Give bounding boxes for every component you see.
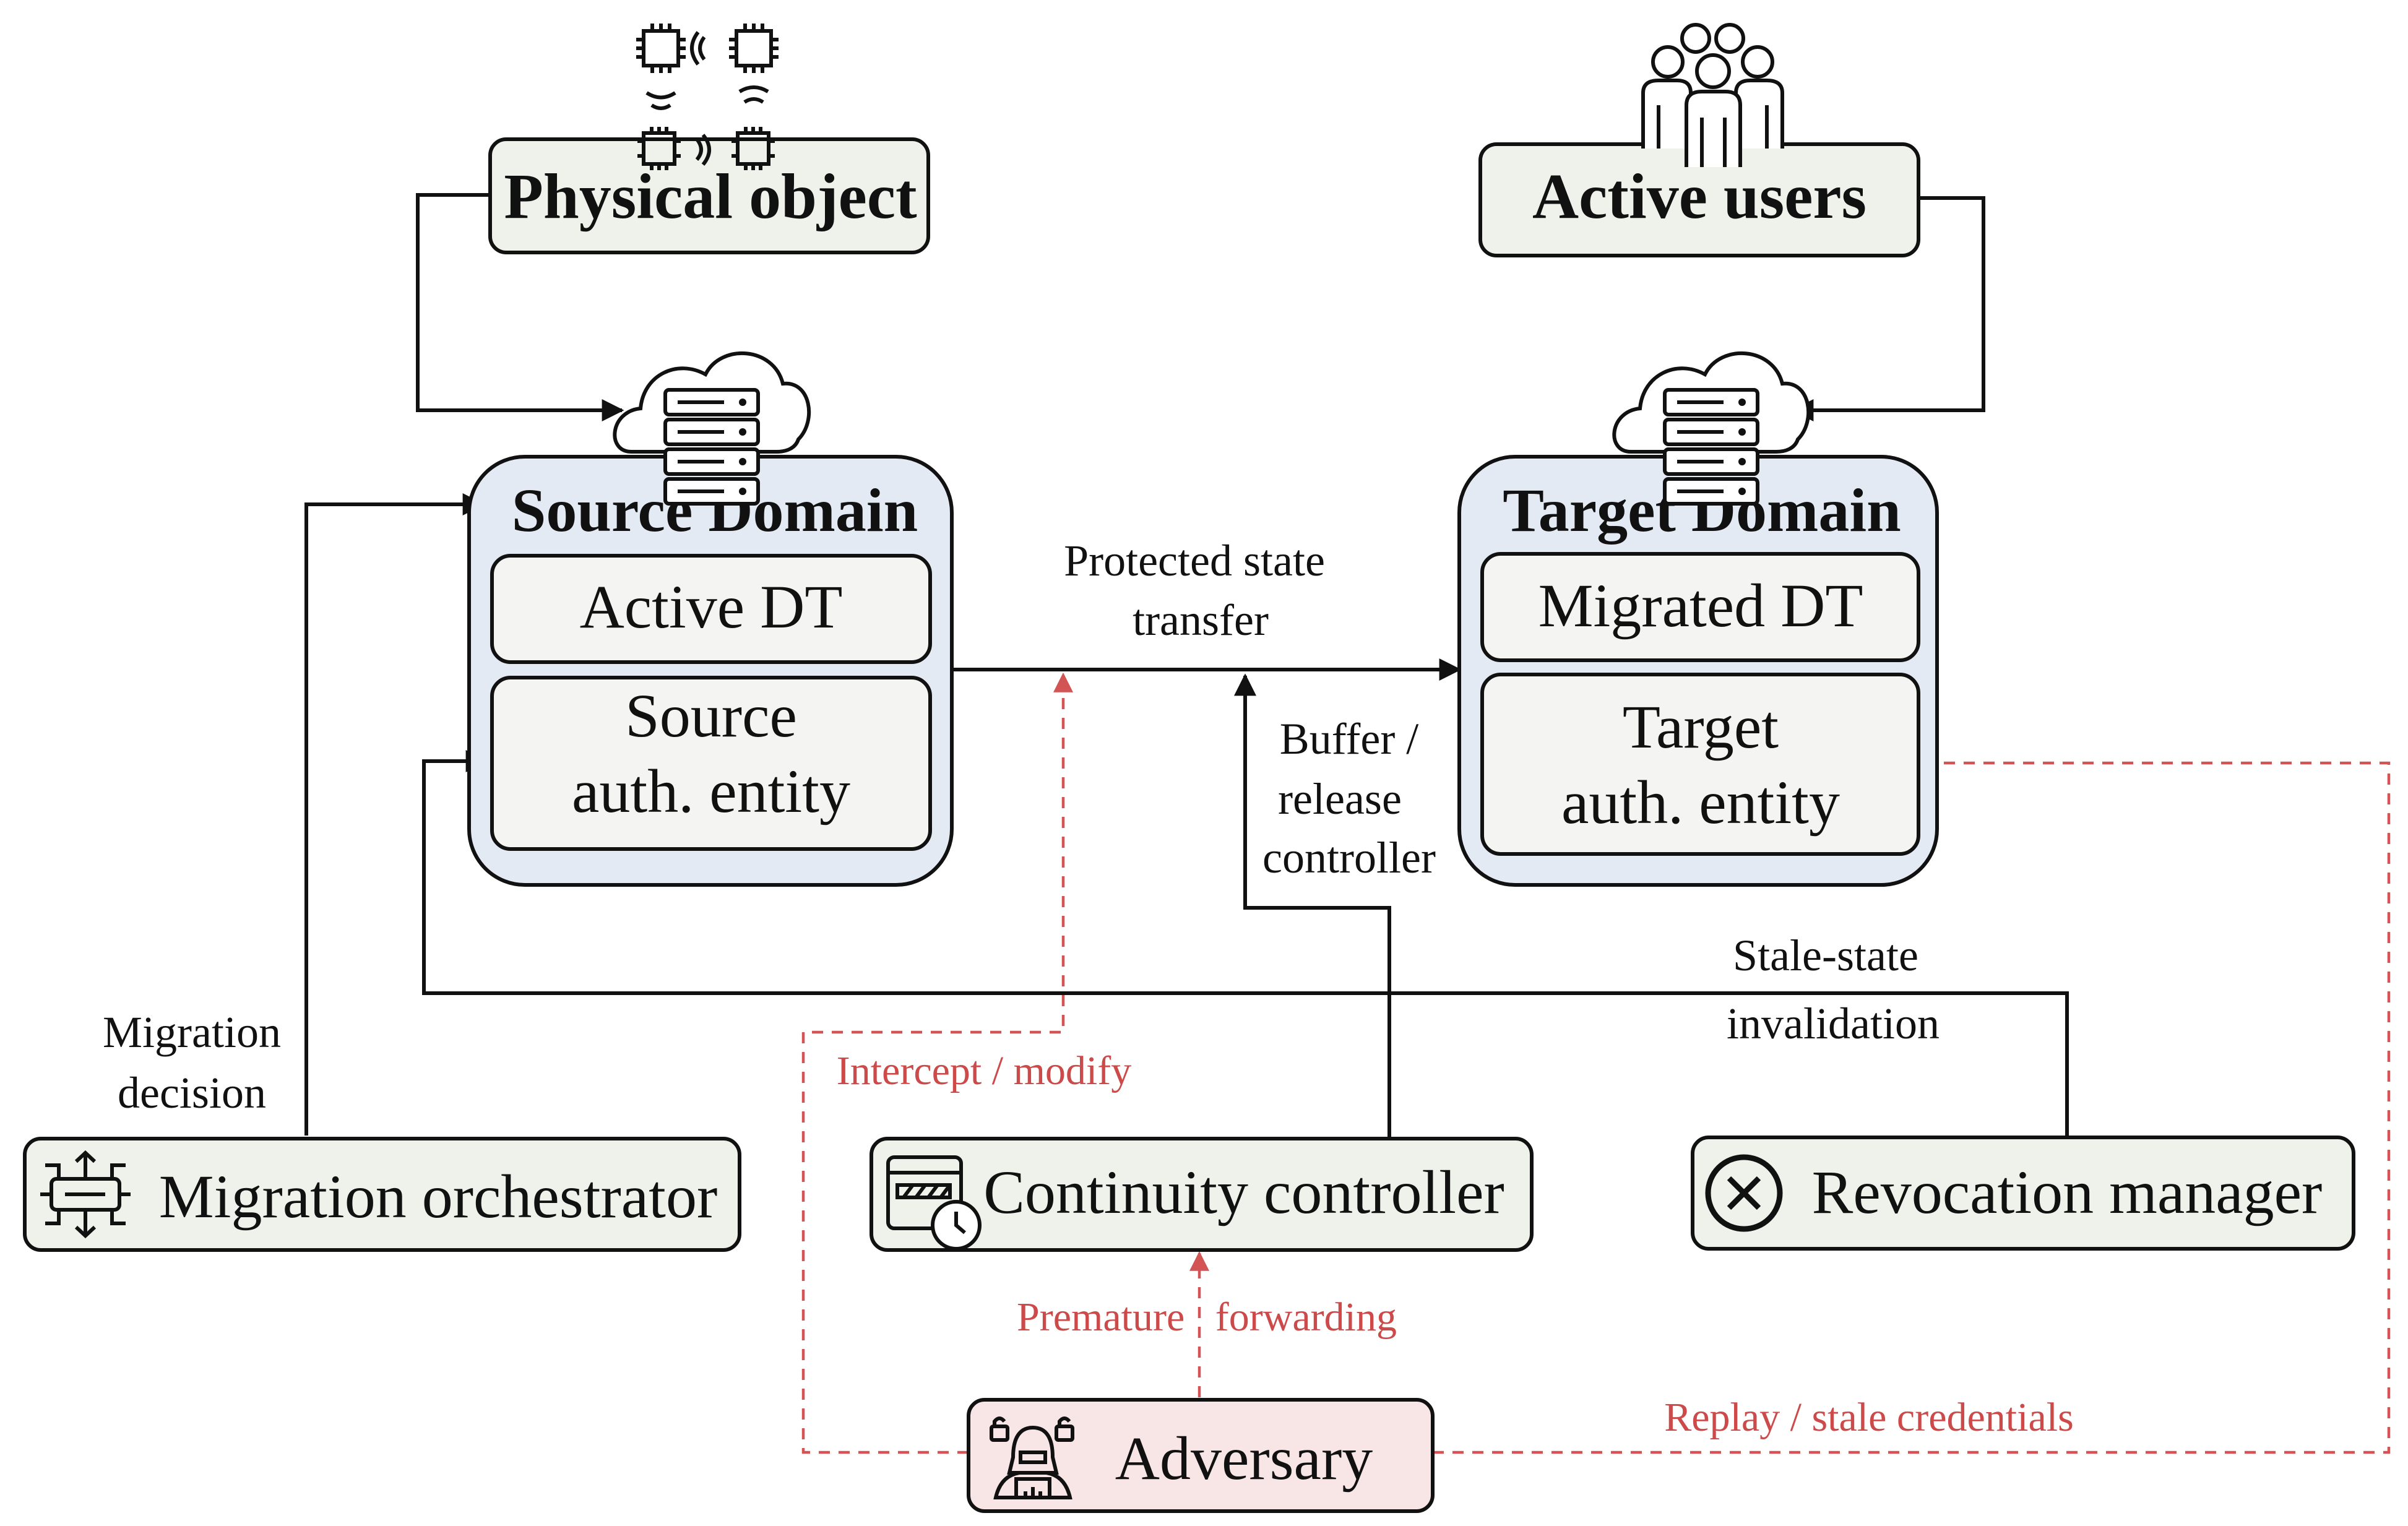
active-dt-box — [490, 554, 932, 664]
physical-object-label: Physical object — [504, 161, 917, 232]
window-clock-icon — [886, 1155, 982, 1251]
connectors — [304, 193, 2069, 1139]
buffer-label-line2: release — [1278, 774, 1402, 824]
replay-label: Replay / stale credentials — [1664, 1395, 2074, 1440]
active-users-node: Active users — [1478, 142, 1920, 257]
physical-object-node: Physical object — [488, 137, 930, 254]
intercept-label: Intercept / modify — [837, 1048, 1132, 1093]
active-dt-label: Active DT — [580, 572, 843, 641]
migration-decision-label-line2: decision — [118, 1068, 266, 1118]
migrated-dt-label: Migrated DT — [1538, 571, 1863, 640]
attack-intercept-path — [801, 672, 1073, 1454]
edge-users-to-target — [1791, 196, 1985, 421]
source-domain: Source Domain Active DT Source auth. ent… — [467, 455, 954, 887]
source-auth-label-line2: auth. entity — [572, 757, 850, 826]
chip-network-icon — [636, 24, 779, 170]
adversary-node: Adversary — [967, 1398, 1435, 1513]
protected-transfer-label-line2: transfer — [1133, 595, 1269, 645]
migration-orchestrator-node: Migration orchestrator — [23, 1137, 741, 1252]
migration-decision-label-line1: Migration — [103, 1007, 281, 1057]
premature-label: Premature forwarding — [1017, 1295, 1397, 1340]
target-auth-box — [1480, 673, 1920, 856]
stale-state-label-line2: invalidation — [1727, 999, 1940, 1048]
users-group-icon — [1641, 23, 1784, 167]
active-users-label: Active users — [1532, 161, 1866, 232]
network-hub-icon — [40, 1150, 131, 1239]
target-domain: Target Domain Migrated DT Target auth. e… — [1457, 455, 1939, 887]
edge-stale-invalidation — [422, 750, 2069, 1136]
edge-buffer-release — [1234, 673, 1391, 1139]
cloud-server-icon — [1612, 351, 1811, 506]
stale-state-label-line1: Stale-state — [1733, 931, 1918, 980]
close-circle-icon — [1705, 1154, 1783, 1232]
revocation-manager-node: Revocation manager — [1691, 1136, 2355, 1251]
source-auth-label-line1: Source — [625, 681, 797, 750]
buffer-label-line1: Buffer / — [1280, 714, 1419, 764]
buffer-label-line3: controller — [1262, 833, 1436, 882]
target-auth-label-line1: Target — [1623, 692, 1779, 761]
attack-replay-path — [1433, 753, 2391, 1454]
revocation-manager-label: Revocation manager — [1812, 1158, 2323, 1226]
attack-paths — [801, 672, 2391, 1454]
protected-transfer-label-line1: Protected state — [1064, 536, 1325, 585]
edge-physical-to-source — [416, 193, 624, 421]
attack-labels: Intercept / modify Premature forwarding … — [837, 1048, 2074, 1440]
source-auth-box — [490, 676, 932, 851]
hacker-icon — [990, 1416, 1074, 1499]
cloud-server-icon — [613, 351, 811, 506]
migrated-dt-box — [1480, 552, 1920, 662]
target-auth-label-line2: auth. entity — [1561, 768, 1840, 837]
continuity-controller-label: Continuity controller — [983, 1158, 1504, 1226]
continuity-controller-node: Continuity controller — [870, 1137, 1534, 1252]
adversary-label: Adversary — [1115, 1424, 1373, 1493]
edge-migration-decision — [304, 493, 485, 1136]
edge-labels: Protected state transfer Buffer / releas… — [103, 536, 1940, 1118]
migration-orchestrator-label: Migration orchestrator — [159, 1162, 718, 1231]
